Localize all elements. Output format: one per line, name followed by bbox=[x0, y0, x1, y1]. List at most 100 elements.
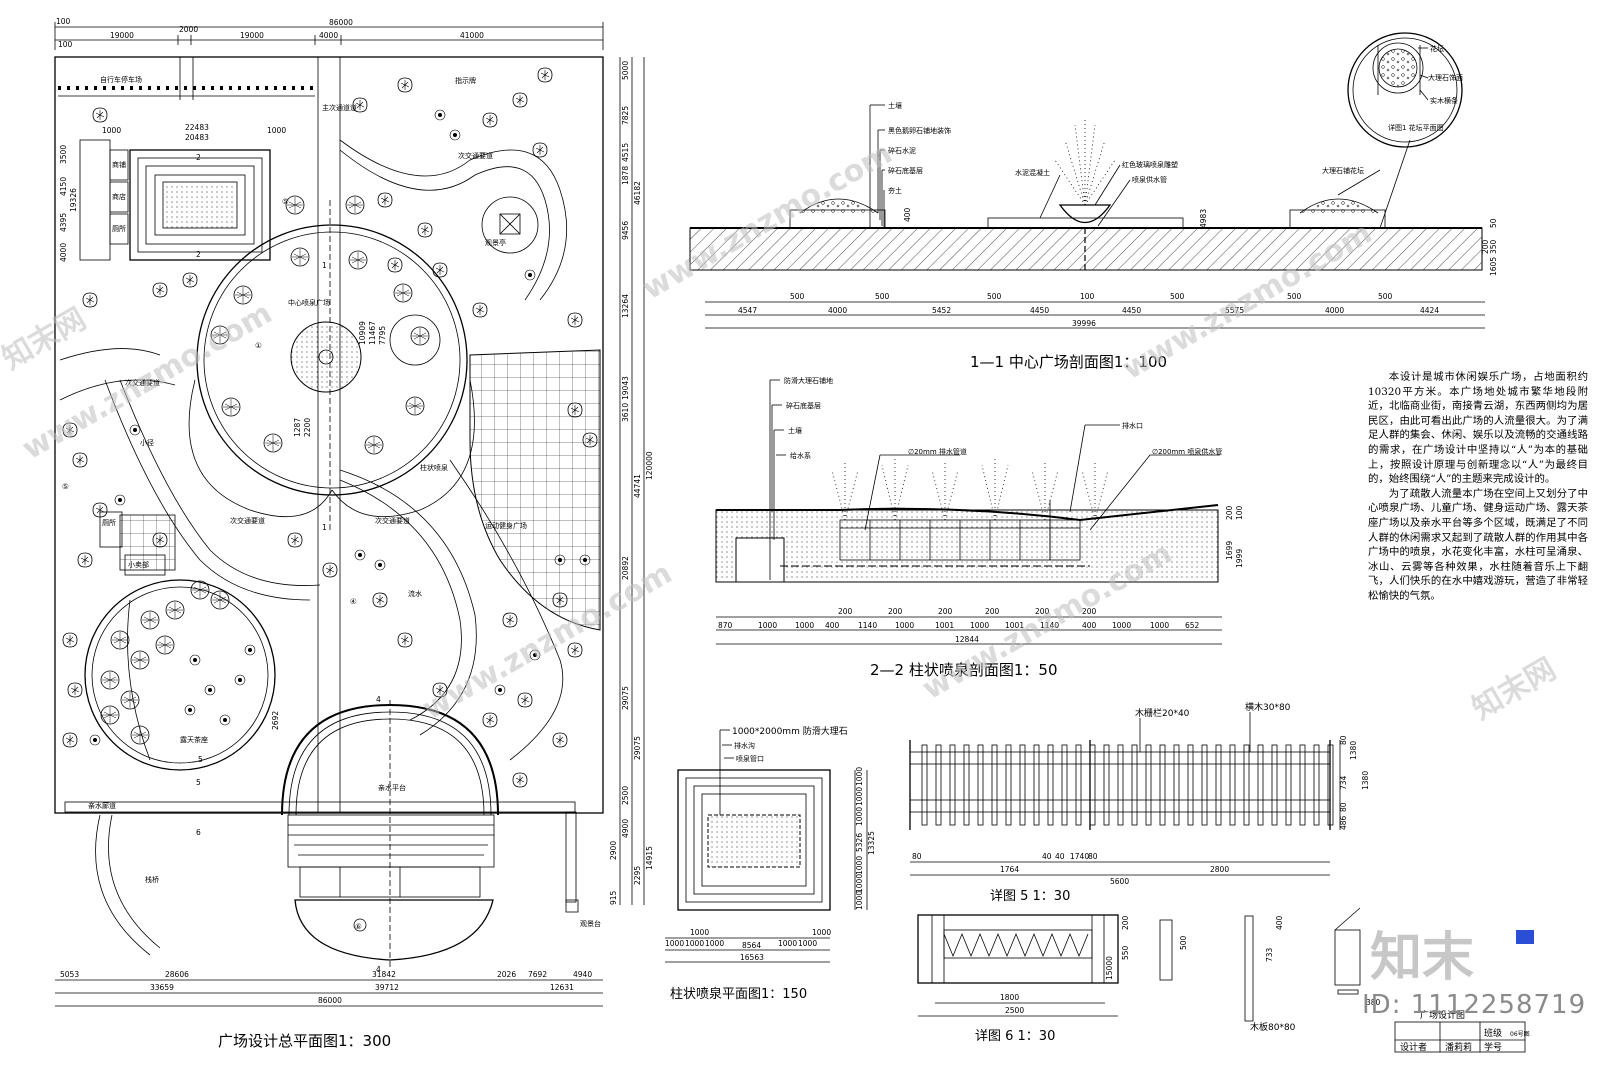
fountain-plan-dim: 16563 bbox=[740, 953, 764, 962]
title-block-sheet: 06号图 bbox=[1510, 1031, 1530, 1038]
detail5-dim: 40 bbox=[1042, 852, 1052, 861]
fence-picket bbox=[1327, 744, 1334, 826]
section2-dim: 400 bbox=[1082, 621, 1097, 630]
fountain-plan-dim: 1000 bbox=[855, 787, 864, 806]
detail5-dim: 1740 bbox=[1070, 852, 1089, 861]
detail1-label: 大理石饰面 bbox=[1428, 73, 1463, 82]
dim-bottom: 5053 bbox=[60, 970, 79, 979]
section1-dim: 4000 bbox=[828, 306, 847, 315]
section2-dim: 1999 bbox=[1235, 549, 1244, 568]
dim-right: 14915 bbox=[645, 846, 654, 870]
title-block: 设计者 潘莉莉 班级 学号 06号图 广场设计图 bbox=[1394, 1009, 1530, 1053]
pavilion: 观景亭 bbox=[481, 196, 539, 254]
dim-right: 1878 bbox=[621, 166, 630, 185]
dim-inner: 2692 bbox=[271, 711, 280, 730]
detail-mark: ⑤ bbox=[62, 482, 69, 491]
detail6-dim: 500 bbox=[1179, 935, 1188, 950]
detail6-label: 木板80*80 bbox=[1250, 1021, 1296, 1033]
section1-label: 碎石水泥 bbox=[888, 146, 916, 155]
dim-inner: 4000 bbox=[59, 243, 68, 262]
description-paragraph-1: 本设计是城市休闲娱乐广场，占地面积约10320平方米。本广场地处城市繁华地段附近… bbox=[1368, 371, 1588, 486]
dim-right: 29075 bbox=[621, 686, 630, 710]
fence-picket bbox=[1285, 744, 1292, 826]
label-main-road: 主次通道道 bbox=[322, 103, 357, 112]
dim-top: 19000 bbox=[240, 31, 264, 40]
dim-bottom: 2026 bbox=[497, 970, 516, 979]
fence-picket bbox=[1201, 744, 1208, 826]
label-secondary-road: 次交通要道 bbox=[458, 151, 493, 160]
dim-inner: 1287 bbox=[293, 418, 302, 437]
fence-picket bbox=[1145, 744, 1152, 826]
section2-dim: 1000 bbox=[1112, 621, 1131, 630]
section2-label: 排水口 bbox=[1122, 421, 1143, 430]
dim-bottom: 31842 bbox=[372, 970, 396, 979]
detail1-title: 详图1 花坛平面图 bbox=[1388, 123, 1444, 132]
dim-right: 29075 bbox=[633, 736, 642, 760]
dim-right: 2900 bbox=[609, 841, 618, 860]
section1-label: 碎石底基层 bbox=[888, 166, 923, 175]
detail6-dim: 200 bbox=[1121, 915, 1130, 930]
fountain-plan-title: 柱状喷泉平面图1：150 bbox=[670, 986, 807, 1002]
watermark-brand: 知末网 bbox=[0, 302, 92, 377]
section-2-2: 防滑大理石铺地 碎石底基层 土壤 给水系 排水口 ∅20mm 排水管道 ∅200… bbox=[715, 376, 1244, 679]
detail-mark: ⑤ bbox=[282, 197, 289, 206]
section2-dim: 1000 bbox=[970, 621, 989, 630]
section1-title: 1—1 中心广场剖面图1：100 bbox=[970, 353, 1167, 371]
section2-dim: 652 bbox=[1185, 621, 1200, 630]
section1-dim: 500 bbox=[1287, 292, 1302, 301]
fence-picket bbox=[1075, 744, 1082, 826]
section1-dim: 4450 bbox=[1030, 306, 1049, 315]
fence-picket bbox=[1187, 744, 1194, 826]
fence-picket bbox=[1019, 744, 1026, 826]
detail6-dim: 2500 bbox=[1005, 1006, 1024, 1015]
detail5-dim: 2800 bbox=[1210, 865, 1229, 874]
dim-right: 20892 bbox=[621, 556, 630, 580]
section2-label: 碎石底基层 bbox=[786, 401, 821, 410]
section-mark: 5 bbox=[196, 778, 201, 787]
section2-dim: 100 bbox=[1235, 505, 1244, 520]
fence-picket bbox=[1299, 744, 1306, 826]
dim-inner: 2200 bbox=[303, 418, 312, 437]
section1-label: 夯土 bbox=[888, 186, 902, 195]
label-sports-plaza: 运动健身广场 bbox=[485, 521, 527, 530]
label-tea-garden: 露天茶座 bbox=[180, 735, 208, 744]
section2-dim: 1001 bbox=[935, 621, 954, 630]
water-platform: 亲水平台 4 4 ⑥ bbox=[281, 695, 499, 974]
section2-dim: 1140 bbox=[1040, 621, 1059, 630]
label-secondary-road: 次交通要道 bbox=[125, 378, 160, 387]
fountain-plan-dim: 1000 bbox=[812, 928, 831, 937]
fountain-plan-dim: 1000 bbox=[855, 856, 864, 875]
detail6-title: 详图 6 1：30 bbox=[975, 1029, 1055, 1044]
section-mark: 1 bbox=[322, 523, 327, 532]
section1-dim: 350 bbox=[1489, 239, 1498, 254]
section2-dim: 200 bbox=[838, 607, 853, 616]
label-wood-bridge: 栈桥 bbox=[145, 875, 159, 884]
fence-picket bbox=[1047, 744, 1054, 826]
dim-right: 4900 bbox=[621, 819, 630, 838]
dim-top: 100 bbox=[58, 40, 73, 49]
dim-right: 3610 bbox=[621, 403, 630, 422]
dim-right: 46182 bbox=[633, 181, 642, 205]
section1-label: 黑色鹅卵石铺地装饰 bbox=[888, 126, 951, 135]
fountain-plan-dim: 1000 bbox=[855, 807, 864, 826]
dim-right: 4515 bbox=[621, 143, 630, 162]
section-mark: 5 bbox=[198, 755, 203, 764]
label-shop-b: 商店 bbox=[112, 192, 126, 201]
plan-top-dimensions: 86000 19000 2000 19000 4000 41000 100 10… bbox=[54, 17, 604, 50]
dim-bottom: 39712 bbox=[375, 983, 399, 992]
dim-inner: 4150 bbox=[59, 177, 68, 196]
fountain-plan-dim: 1000 bbox=[798, 939, 817, 948]
watermark-brand: 知末网 bbox=[1467, 652, 1562, 727]
section-mark: 6 bbox=[196, 828, 201, 837]
section1-dim: 5575 bbox=[1225, 306, 1244, 315]
master-plan: 86000 19000 2000 19000 4000 41000 100 10… bbox=[54, 17, 654, 1050]
section1-dim: 4000 bbox=[1325, 306, 1344, 315]
detail5-dim: 80 bbox=[912, 852, 922, 861]
dim-top: 41000 bbox=[460, 31, 484, 40]
fence-picket bbox=[991, 744, 998, 826]
section2-pipe-1: ∅20mm 排水管道 bbox=[908, 447, 967, 456]
detail6-dim: 15000 bbox=[1105, 956, 1114, 980]
fence-picket bbox=[1215, 744, 1222, 826]
dim-inner: 10909 bbox=[358, 321, 367, 345]
